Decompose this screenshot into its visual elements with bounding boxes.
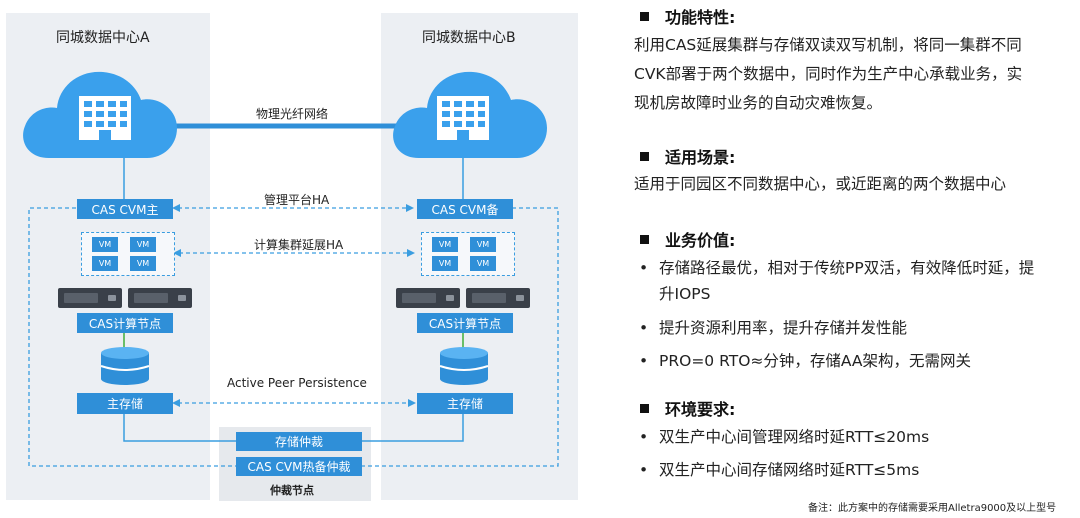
compute-node-b-box: CAS计算节点	[417, 313, 513, 333]
connector-lines	[28, 123, 559, 467]
list-item: • 存储路径最优，相对于传统PP双活，有效降低时延，提 升IOPS	[639, 259, 1035, 303]
main-storage-b-box: 主存储	[417, 393, 513, 414]
cloud-b-icon	[393, 71, 547, 158]
vm-group-a: VM VM VM VM	[81, 232, 175, 276]
square-bullet-icon	[640, 12, 649, 21]
vm-box: VM	[92, 256, 118, 271]
vm-box: VM	[432, 237, 458, 252]
footnote: 备注：此方案中的存储需要采用Alletra9000及以上型号	[808, 503, 1057, 514]
square-bullet-icon	[640, 152, 649, 161]
square-bullet-icon	[640, 235, 649, 244]
database-icon	[100, 347, 150, 385]
vm-box: VM	[130, 256, 156, 271]
section-heading: 功能特性:	[640, 4, 735, 28]
cvm-master-box: CAS CVM主	[77, 199, 173, 219]
square-bullet-icon	[640, 404, 649, 413]
vm-box: VM	[432, 256, 458, 271]
list-item: • PRO=0 RTO≈分钟，存储AA架构，无需网关	[639, 352, 972, 370]
section-heading: 适用场景:	[640, 144, 735, 168]
storage-arbiter-box: 存储仲裁	[236, 432, 362, 451]
datacenter-a-title: 同城数据中心A	[56, 30, 150, 46]
compute-ha-label: 计算集群延展HA	[254, 238, 344, 252]
peer-persistence-label: Active Peer Persistence	[227, 376, 367, 390]
database-icon	[439, 347, 489, 385]
vm-group-b: VM VM VM VM	[421, 232, 515, 276]
list-item: • 双生产中心间存储网络时延RTT≤5ms	[639, 461, 920, 479]
vm-box: VM	[470, 256, 496, 271]
section-heading: 业务价值:	[640, 227, 735, 251]
server-icon	[128, 288, 192, 308]
compute-node-a-box: CAS计算节点	[77, 313, 173, 333]
list-item: • 双生产中心间管理网络时延RTT≤20ms	[639, 428, 930, 446]
datacenter-b-title: 同城数据中心B	[422, 30, 516, 46]
arbiter-node-label: 仲裁节点	[270, 484, 314, 497]
fiber-network-label: 物理光纤网络	[256, 107, 329, 121]
mgmt-ha-label: 管理平台HA	[264, 193, 330, 207]
server-icon	[58, 288, 122, 308]
cvm-backup-box: CAS CVM备	[417, 199, 513, 219]
server-icon	[396, 288, 460, 308]
vm-box: VM	[470, 237, 496, 252]
list-item: • 提升资源利用率，提升存储并发性能	[639, 319, 908, 337]
server-icon	[466, 288, 530, 308]
scenario-paragraph: 适用于同园区不同数据中心，或近距离的两个数据中心	[634, 175, 1007, 193]
vm-box: VM	[130, 237, 156, 252]
cvm-hot-arbiter-box: CAS CVM热备仲裁	[236, 457, 362, 476]
cloud-a-icon	[23, 71, 178, 158]
section-heading: 环境要求:	[640, 396, 735, 420]
main-storage-a-box: 主存储	[77, 393, 173, 414]
vm-box: VM	[92, 237, 118, 252]
feature-paragraph: 利用CAS延展集群与存储双读双写机制，将同一集群不同 CVK部署于两个数据中，同…	[634, 36, 1023, 112]
